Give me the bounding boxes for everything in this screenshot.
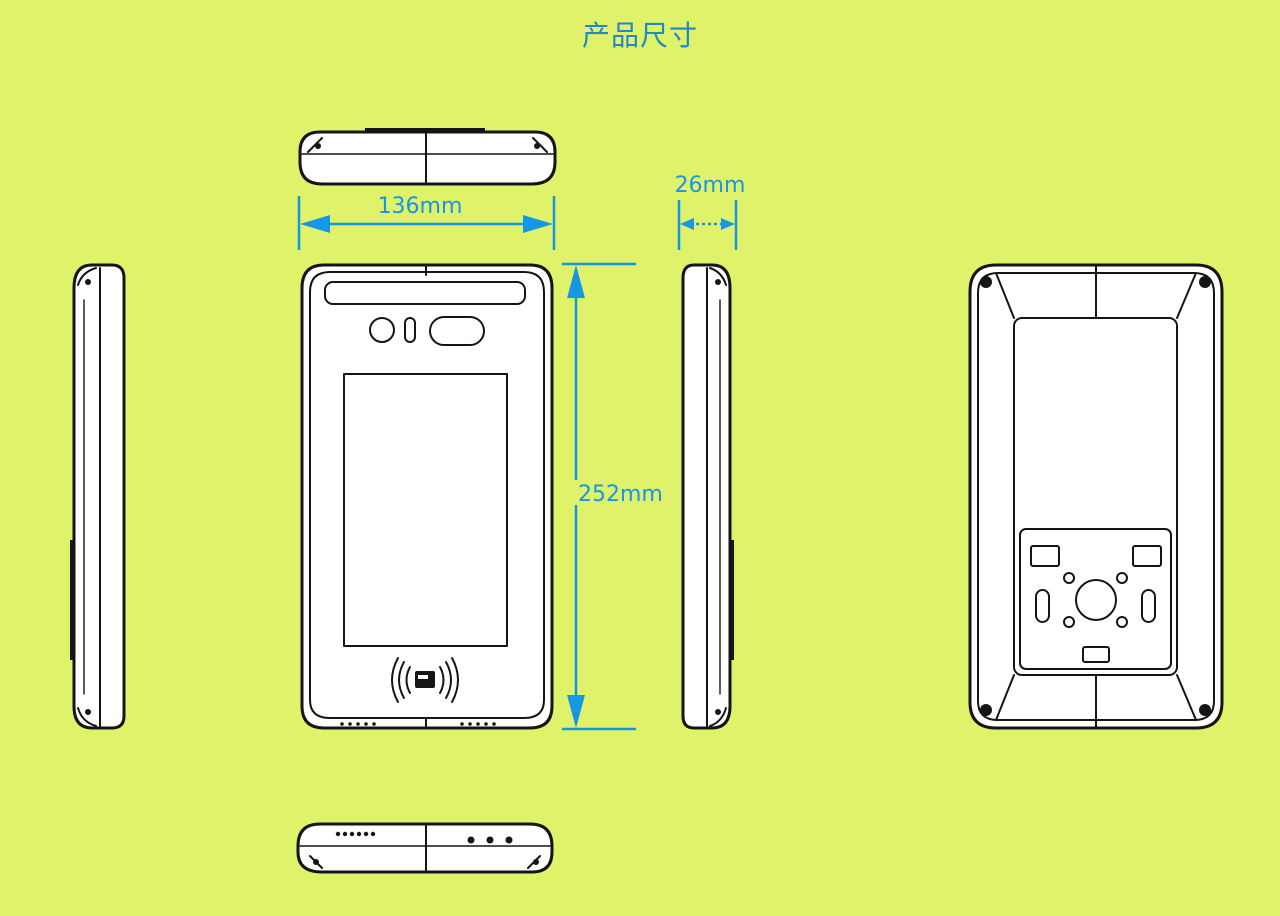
right-side-corners: [709, 267, 727, 727]
top-view-outline: [298, 130, 557, 186]
bottom-view-screw-right: [533, 859, 539, 865]
page-title: 产品尺寸: [581, 19, 698, 52]
camera-icon: [369, 317, 395, 343]
binocular-camera-icon: [429, 316, 485, 346]
top-view-screw-right: [534, 143, 540, 149]
left-side-view: [70, 263, 126, 730]
height-label: 252mm: [578, 482, 663, 507]
back-view-screw-bottom-left: [980, 704, 992, 716]
front-view-speaker-dots-left: [340, 722, 376, 726]
left-side-corners: [77, 267, 97, 727]
ir-sensor-icon: [404, 317, 416, 343]
right-side-screw-top: [715, 279, 721, 285]
back-view-diagonal-ribs: [995, 272, 1197, 721]
front-view-speaker-dots-right: [460, 722, 496, 726]
bottom-view-port-dots: [467, 836, 513, 844]
width-dimension: 136mm: [297, 194, 556, 250]
width-arrow-left: [300, 215, 330, 233]
back-view-screw-bottom-right: [1199, 704, 1211, 716]
back-view-inner-rim: [977, 272, 1215, 721]
height-dimension: 252mm: [562, 262, 663, 731]
front-view-bezel: [309, 271, 545, 719]
depth-arrow-left: [680, 218, 694, 230]
front-view-light-bar: [324, 281, 526, 305]
front-view: [300, 263, 554, 730]
front-view-outline: [300, 263, 554, 730]
back-view-screw-top-right: [1199, 276, 1211, 288]
wall-mount-plate: [1019, 528, 1172, 670]
height-arrow-top: [567, 265, 585, 298]
height-arrow-bottom: [567, 695, 585, 728]
left-side-button-strip: [70, 540, 75, 660]
width-label: 136mm: [378, 194, 463, 219]
depth-label: 26mm: [675, 173, 746, 198]
bottom-view-screw-left: [313, 859, 319, 865]
back-view: [968, 263, 1224, 730]
top-view-screw-left: [315, 143, 321, 149]
bottom-view-vent-dots: [335, 831, 376, 837]
depth-arrow-right: [721, 218, 735, 230]
width-arrow-right: [523, 215, 553, 233]
nfc-icon: [391, 657, 459, 703]
left-side-screw-top: [85, 279, 91, 285]
right-side-button-strip: [729, 540, 734, 660]
bottom-view: [296, 822, 554, 874]
depth-dimension: 26mm: [675, 173, 746, 250]
back-view-screw-top-left: [980, 276, 992, 288]
right-side-view: [681, 263, 734, 730]
front-view-screen: [343, 373, 508, 647]
right-side-screw-bottom: [715, 709, 721, 715]
top-view: [298, 128, 557, 186]
top-view-corner-bevels: [307, 137, 548, 153]
left-side-screw-bottom: [85, 709, 91, 715]
back-view-outline: [968, 263, 1224, 730]
